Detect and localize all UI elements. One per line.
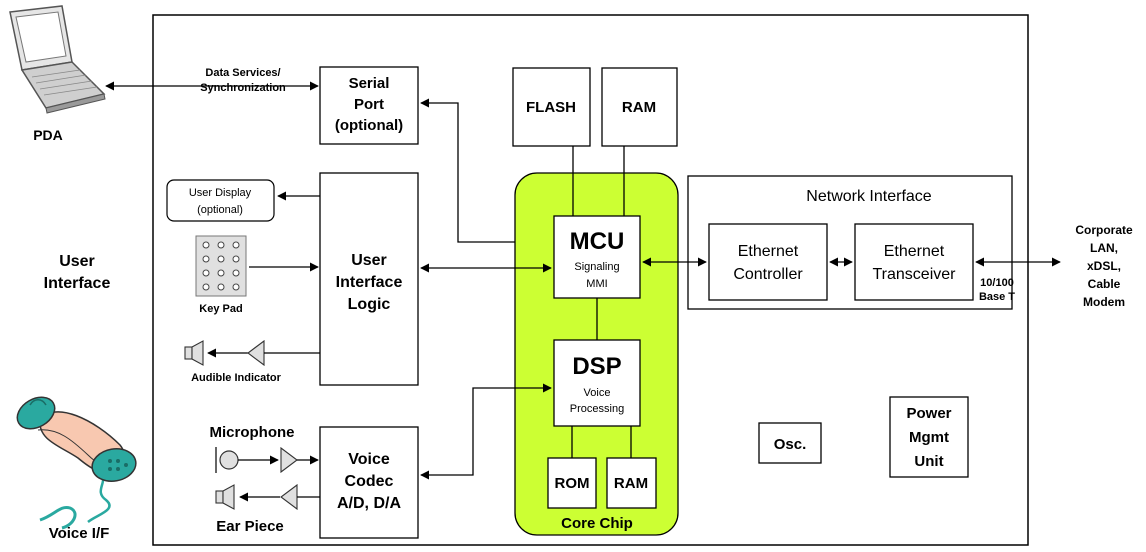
ui-logic-box xyxy=(319,172,419,386)
user-display-label-2: (optional) xyxy=(197,204,243,216)
osc-label: Osc. xyxy=(774,436,807,453)
user-display-box xyxy=(166,179,275,222)
flash-box xyxy=(512,67,591,147)
pda-label: PDA xyxy=(33,127,63,143)
rom-label: ROM xyxy=(555,475,590,492)
user-display-label: User Display xyxy=(189,187,252,199)
dsp-box xyxy=(553,339,641,427)
ethernet-controller-label: Ethernet xyxy=(738,243,799,260)
ui-logic-label: User xyxy=(351,252,387,269)
power-label-2: Mgmt xyxy=(909,429,949,446)
phone-handset-icon xyxy=(16,396,137,530)
laptop-icon xyxy=(9,5,106,114)
corporate-label-2: LAN, xyxy=(1090,241,1118,255)
voice-codec-label-2: Codec xyxy=(345,473,394,490)
amplifier-icon xyxy=(280,446,298,474)
ethernet-controller-label-2: Controller xyxy=(733,266,803,283)
ram-top-label: RAM xyxy=(622,99,656,116)
speaker-icon xyxy=(215,484,235,510)
audible-indicator-label: Audible Indicator xyxy=(191,372,282,384)
power-mgmt-box xyxy=(889,396,969,478)
voice-codec-label-3: A/D, D/A xyxy=(337,495,401,512)
data-services-label: Data Services/ xyxy=(205,67,280,79)
serial-port-label-2: Port xyxy=(354,96,384,113)
base-t-label: 10/100 xyxy=(980,277,1014,289)
flash-label: FLASH xyxy=(526,99,576,116)
dsp-voice-label: Voice xyxy=(584,387,611,399)
rom-box xyxy=(547,457,597,509)
power-label: Power xyxy=(906,405,951,422)
dsp-label: DSP xyxy=(572,353,621,380)
keypad-icon xyxy=(195,235,247,297)
ear-piece-label: Ear Piece xyxy=(216,518,284,535)
corporate-label: Corporate xyxy=(1075,223,1133,237)
mcu-label: MCU xyxy=(570,228,625,255)
serial-port-box xyxy=(319,66,419,145)
ram-core-box xyxy=(606,457,657,509)
microphone-label: Microphone xyxy=(210,424,295,441)
ui-logic-label-3: Logic xyxy=(348,296,391,313)
user-interface-label: User xyxy=(59,253,95,270)
ethernet-transceiver-label-2: Transceiver xyxy=(873,266,957,283)
mcu-mmi-label: MMI xyxy=(586,278,607,290)
voice-codec-label: Voice xyxy=(348,451,390,468)
voice-if-label: Voice I/F xyxy=(49,525,110,542)
synchronization-label: Synchronization xyxy=(200,82,286,94)
serial-port-label-3: (optional) xyxy=(335,117,403,134)
ethernet-transceiver-box xyxy=(854,223,974,301)
core-chip-label: Core Chip xyxy=(561,515,633,532)
ram-core-label: RAM xyxy=(614,475,648,492)
power-label-3: Unit xyxy=(914,453,943,470)
serial-port-label: Serial xyxy=(349,75,390,92)
ethernet-controller-box xyxy=(708,223,828,301)
key-pad-label: Key Pad xyxy=(199,303,242,315)
dsp-processing-label: Processing xyxy=(570,403,624,415)
mcu-box xyxy=(553,215,641,299)
mcu-signaling-label: Signaling xyxy=(574,261,619,273)
network-interface-label: Network Interface xyxy=(806,188,931,205)
corporate-label-5: Modem xyxy=(1083,295,1125,309)
voice-codec-box xyxy=(319,426,419,539)
speaker-icon xyxy=(184,340,204,366)
ethernet-transceiver-label: Ethernet xyxy=(884,243,945,260)
user-interface-label-2: Interface xyxy=(44,275,111,292)
osc-box xyxy=(758,422,822,464)
ram-top-box xyxy=(601,67,678,147)
ui-logic-label-2: Interface xyxy=(336,274,403,291)
base-t-label-2: Base T xyxy=(979,291,1015,303)
corporate-label-3: xDSL, xyxy=(1087,259,1121,273)
corporate-label-4: Cable xyxy=(1088,277,1121,291)
